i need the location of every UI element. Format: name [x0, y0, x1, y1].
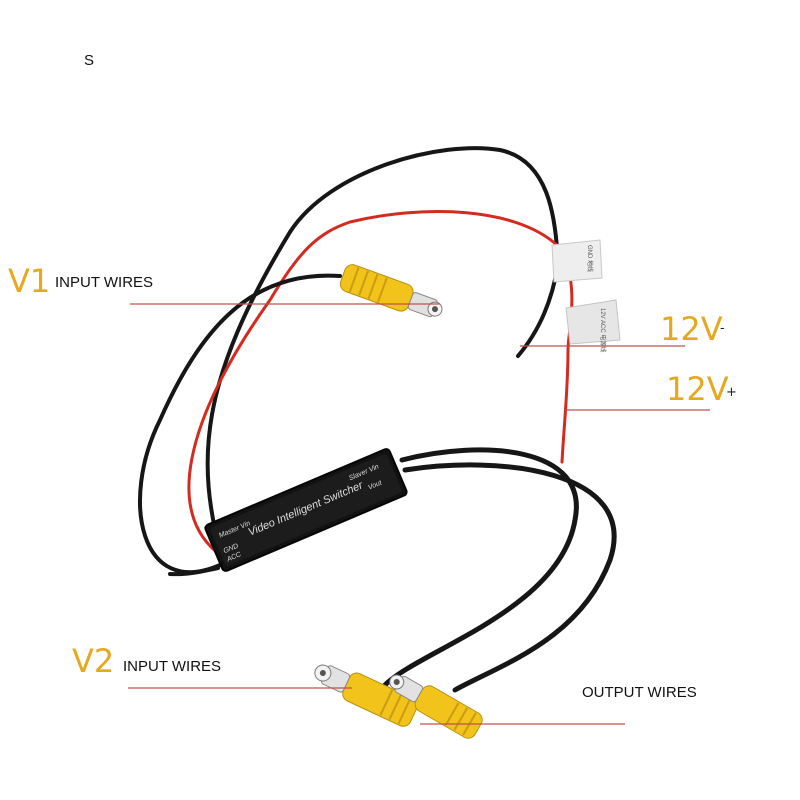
callout-v2-prefix: V2 [72, 642, 114, 680]
callout-output-text: OUTPUT WIRES [582, 684, 697, 701]
callout-12v-plus-sign: + [726, 385, 737, 400]
callout-v1-prefix: V1 [8, 262, 50, 300]
callout-12v-minus-prefix: 12V [660, 310, 723, 348]
tag-gnd-label: GND 地线 [586, 245, 594, 272]
callout-v2-text: INPUT WIRES [123, 658, 221, 675]
tag-gnd: GND 地线 [551, 239, 603, 283]
wires [138, 146, 617, 693]
switcher-box: Video Intelligent Switcher Master Vin GN… [204, 448, 408, 572]
black-wire-vout [402, 462, 617, 693]
red-wire-acc [187, 210, 574, 562]
callout-12v-plus-prefix: 12V [666, 370, 729, 408]
corner-mark: S [84, 52, 94, 69]
rca-connector-output [389, 674, 483, 739]
tag-acc: 12V ACC 电源线 [565, 299, 621, 352]
black-wire-tail [168, 566, 220, 577]
black-wire-v1 [138, 273, 342, 574]
callout-v1-text: INPUT WIRES [55, 274, 153, 291]
rca-connector-v1 [339, 264, 443, 318]
leader-lines [128, 303, 710, 725]
black-wire-slave-in [382, 447, 579, 688]
callout-12v-minus-sign: - [720, 321, 725, 336]
rca-connector-v2 [314, 664, 418, 727]
tag-acc-label: 12V ACC 电源线 [599, 308, 607, 352]
